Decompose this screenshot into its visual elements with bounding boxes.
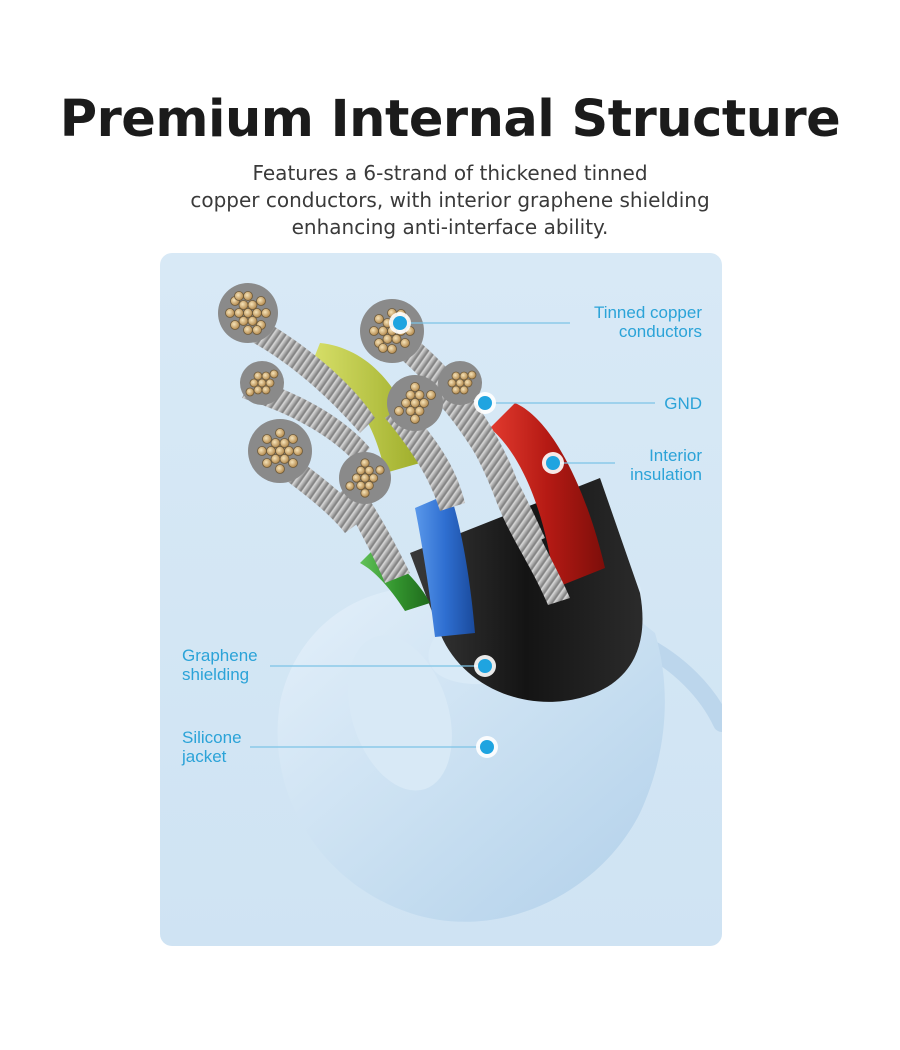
subtitle-line-2: copper conductors, with interior graphen… bbox=[190, 188, 710, 212]
subtitle-line-1: Features a 6-strand of thickened tinned bbox=[252, 161, 648, 185]
conductor-ends bbox=[218, 283, 482, 504]
callout-interior-insulation: Interior insulation bbox=[630, 446, 702, 484]
callout-silicone-jacket: Silicone jacket bbox=[182, 728, 242, 766]
callout-dots bbox=[389, 312, 564, 758]
callout-graphene-shielding: Graphene shielding bbox=[182, 646, 258, 684]
page-title: Premium Internal Structure bbox=[59, 90, 841, 149]
jacket-inner-loop bbox=[348, 635, 452, 791]
blue-wire bbox=[415, 493, 475, 637]
page-subtitle: Features a 6-strand of thickened tinned … bbox=[150, 160, 750, 241]
subtitle-line-3: enhancing anti-interface ability. bbox=[291, 215, 609, 239]
callout-lines bbox=[250, 322, 655, 748]
red-wire bbox=[490, 403, 605, 588]
cable-diagram-panel: Tinned copper conductors GND Interior in… bbox=[160, 253, 722, 946]
callout-tinned-copper-conductors: Tinned copper conductors bbox=[593, 303, 702, 341]
cable-cross-section-illustration bbox=[218, 283, 722, 922]
callout-gnd: GND bbox=[664, 394, 702, 413]
